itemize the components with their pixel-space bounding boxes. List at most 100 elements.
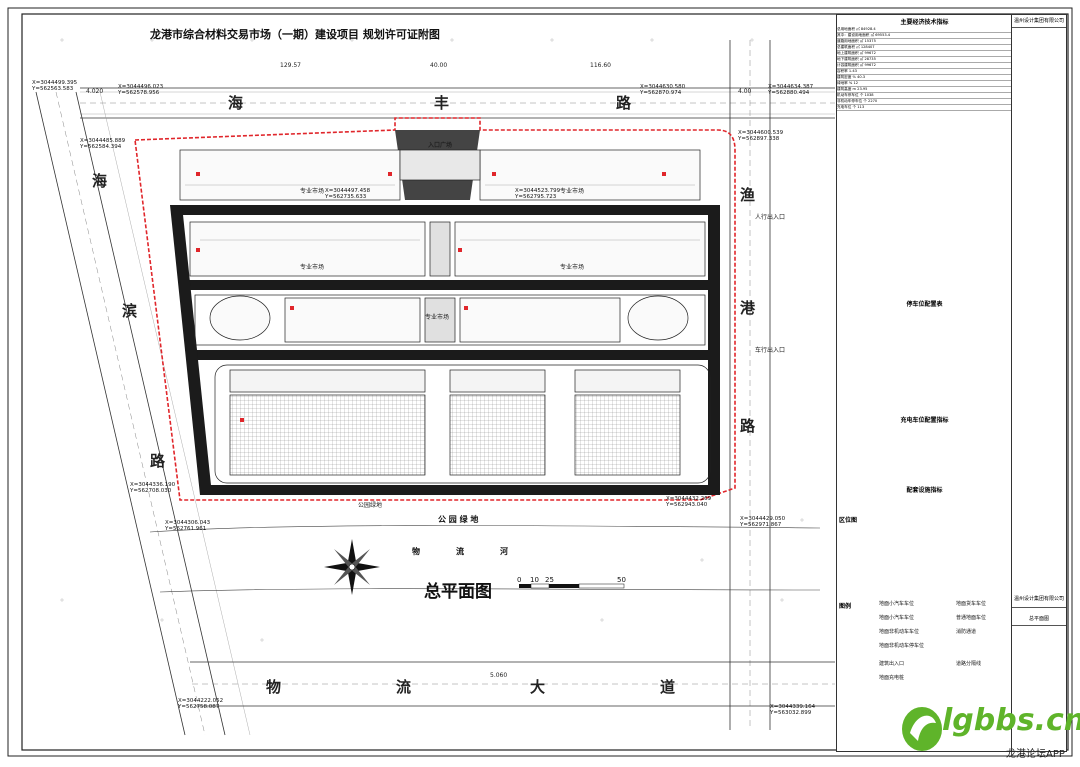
indicator-row: 地上建筑面积 ㎡ 99672	[837, 51, 1012, 57]
charging-heading: 充电车位配置指标	[900, 417, 949, 424]
scale-tick-10: 10	[530, 576, 539, 584]
river-char-3: 河	[500, 547, 508, 556]
legend-item-7: 消防通道	[956, 629, 977, 635]
park-lot-label: 公园绿地	[358, 502, 383, 509]
dim-bottom-road: 5.060	[490, 672, 508, 679]
indicator-row: 绿地率 % 12	[837, 81, 1012, 87]
title-block-company-top: 温州设计集团有限公司	[1012, 17, 1066, 28]
indicator-row: 容积率 1.43	[837, 69, 1012, 75]
indicator-row: 机动车停车位 个 1038	[837, 93, 1012, 99]
dim-right-road: 4.00	[738, 88, 752, 95]
zone-market-label-4: 专业市场	[560, 264, 585, 271]
watermark-text: lgbbs.cn	[942, 703, 1080, 738]
dim-top-1: 129.57	[280, 62, 301, 69]
survey-grid	[60, 38, 804, 642]
indicator-row: 建筑高度 m 23.95	[837, 87, 1012, 93]
east-road-char-3: 路	[740, 417, 756, 435]
indicator-row: 其中：建设用地面积 ㎡ 69553.4	[837, 33, 1012, 39]
scale-bar	[519, 583, 625, 589]
zone-market-label-5: 专业市场	[425, 314, 450, 321]
dim-top-2: 40.00	[430, 62, 448, 69]
river-edge-south	[159, 588, 821, 593]
west-road	[35, 91, 251, 736]
building-row-1	[179, 149, 701, 201]
building-row-2	[189, 221, 706, 277]
legend-item-5: 地面货车车位	[956, 601, 987, 607]
title-block-company: 温州设计集团有限公司	[1012, 595, 1066, 608]
east-road-char-2: 港	[740, 299, 756, 317]
legend-item-10: 道路分隔线	[956, 661, 982, 667]
dim-left-road: 4.020	[86, 88, 104, 95]
zone-market-label-3: 专业市场	[300, 264, 325, 271]
indicator-row: 非机动车停车位 个 2270	[837, 99, 1012, 105]
building-row-4	[214, 364, 711, 484]
scale-tick-0: 0	[517, 576, 522, 584]
west-road-char-3: 路	[150, 452, 166, 470]
south-road-char-4: 道	[660, 678, 676, 696]
pedestrian-entrance-label: 人行出入口	[755, 214, 786, 221]
north-arrow-icon	[324, 539, 380, 595]
indicators-heading: 主要经济技术指标	[900, 19, 949, 26]
watermark-sub: 龙港论坛APP	[1006, 749, 1065, 760]
park-label: 公 园 绿 地	[438, 515, 479, 524]
indicator-row: 道路用地面积 ㎡ 15375	[837, 39, 1012, 45]
legend-item-3: 地面非机动车车位	[879, 629, 920, 635]
west-road-char-2: 滨	[122, 302, 138, 320]
watermark-logo-icon	[902, 707, 942, 751]
south-road	[190, 661, 835, 707]
river-char-1: 物	[412, 547, 420, 556]
river-edge-north	[149, 525, 821, 533]
indicator-row: 充电车位 个 113	[837, 105, 1012, 111]
plan-title: 总平面图	[424, 582, 492, 602]
location-heading: 区位图	[839, 517, 858, 524]
parking-heading: 停车位配置表	[906, 301, 943, 308]
legend-item-8: 建筑出入口	[879, 661, 905, 667]
south-road-char-3: 大	[530, 678, 546, 696]
dim-top-3: 116.60	[590, 62, 611, 69]
site-boundary	[134, 117, 736, 501]
north-road-char-2: 丰	[434, 94, 450, 112]
legend-item-9: 地面充电桩	[879, 675, 905, 681]
north-road	[80, 87, 835, 119]
title-block-drawing-name: 总平面图	[1012, 615, 1066, 626]
indicator-row: 建筑密度 % 40.3	[837, 75, 1012, 81]
drawing-title: 龙港市综合材料交易市场（一期）建设项目 规划许可证附图	[150, 28, 440, 41]
legend-item-4: 地面非机动车停车位	[879, 643, 925, 649]
east-road-char-1: 渔	[740, 186, 756, 204]
zone-market-label-1: 专业市场	[300, 188, 325, 195]
west-road-char-1: 海	[92, 172, 108, 190]
building-row-3	[194, 294, 706, 346]
legend-heading: 图例	[839, 603, 852, 610]
north-road-char-1: 海	[228, 94, 244, 112]
indicator-row: 地下建筑面积 ㎡ 28735	[837, 57, 1012, 63]
entrance-plaza-label: 入口广场	[428, 142, 453, 149]
red-markers	[196, 172, 666, 422]
facility-heading: 配套设施指标	[906, 487, 943, 494]
vehicle-entrance-label: 车行出入口	[755, 347, 786, 354]
indicator-row: 总用地面积 ㎡ 84928.4	[837, 27, 1012, 33]
legend-item-2: 地面小汽车车位	[879, 615, 915, 621]
north-road-char-3: 路	[616, 94, 632, 112]
legend-item-1: 地面小汽车车位	[879, 601, 915, 607]
title-block: 温州设计集团有限公司 温州设计集团有限公司 总平面图	[1011, 14, 1067, 752]
forum-watermark: lgbbs.cn 龙港论坛APP	[896, 693, 1080, 763]
legend-item-6: 普通地面车位	[956, 615, 987, 621]
south-road-char-2: 流	[396, 678, 412, 696]
internal-roads	[170, 130, 720, 495]
river-char-2: 流	[456, 547, 464, 556]
zone-market-label-2: 专业市场	[560, 188, 585, 195]
